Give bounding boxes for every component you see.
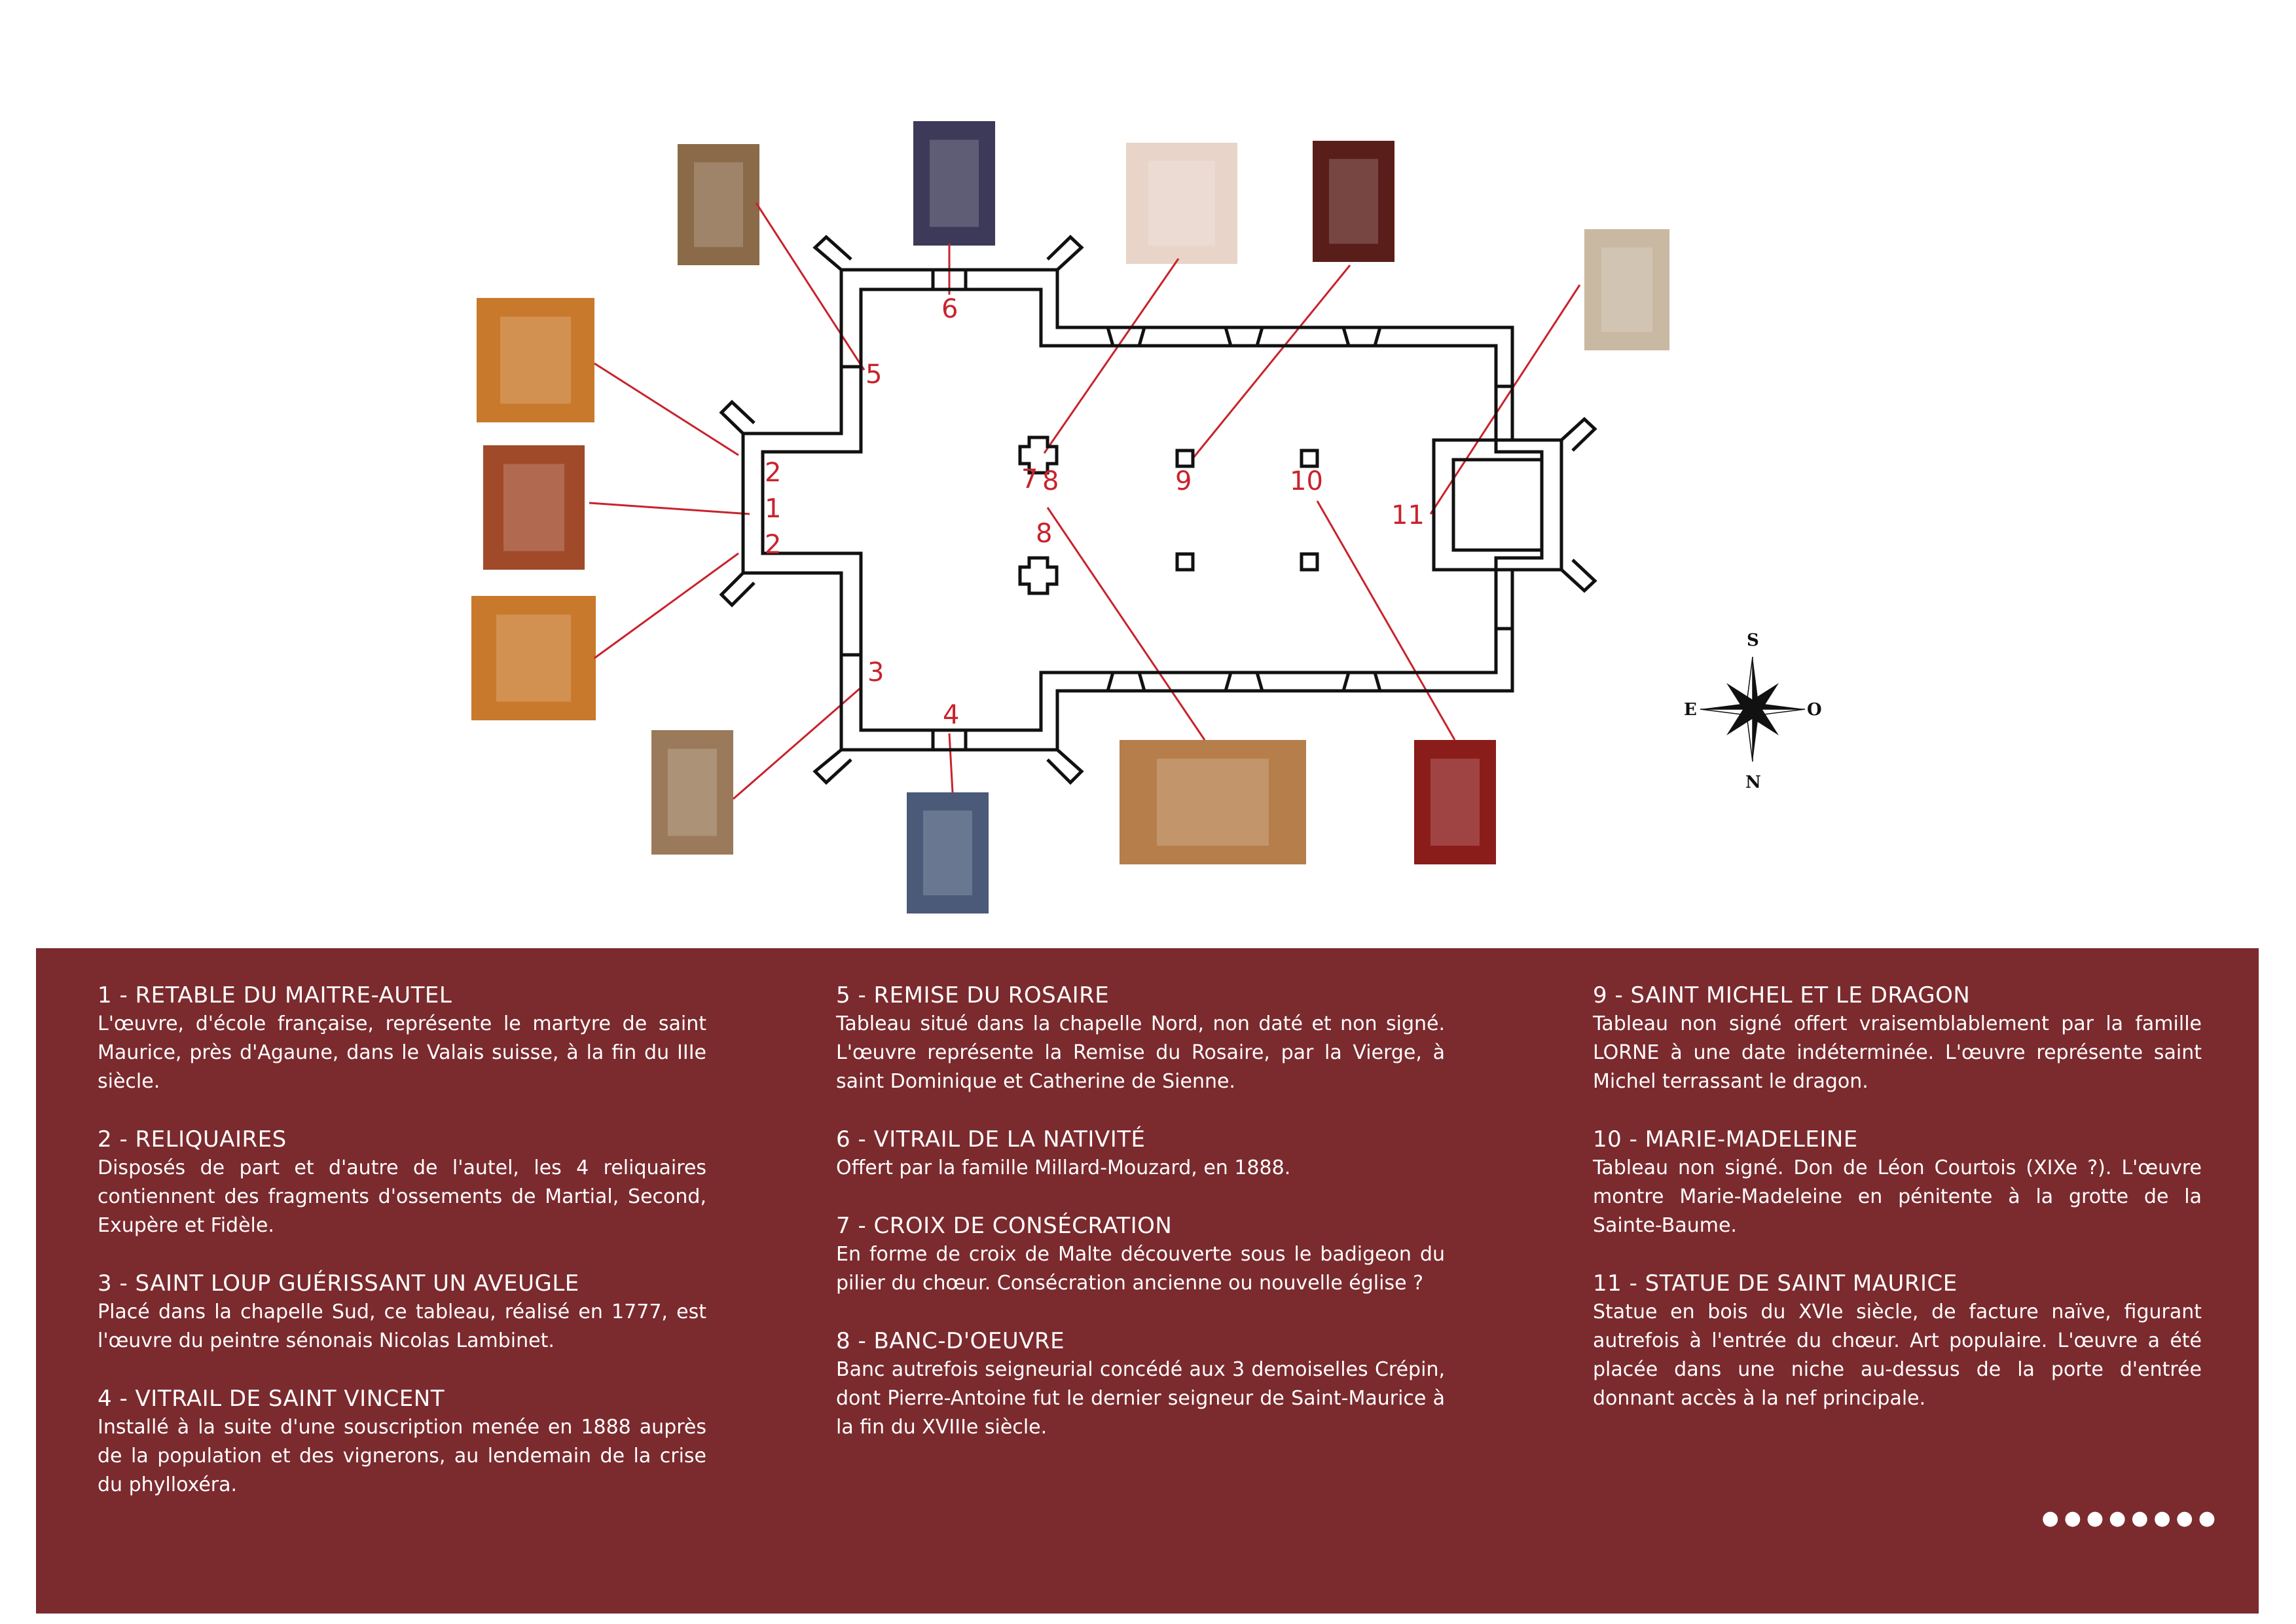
compass-east-label: E <box>1684 700 1697 720</box>
plan-number-7: 7 <box>1021 464 1038 494</box>
plan-number-9: 9 <box>1175 466 1192 496</box>
photo-subject-shape <box>496 614 571 702</box>
plan-number-2-upper: 2 <box>765 458 781 488</box>
entry-title: 11 - STATUE DE SAINT MAURICE <box>1593 1270 1958 1297</box>
compass-north-label: N <box>1745 773 1761 792</box>
entry-text: L'œuvre, d'école française, représente l… <box>98 1012 706 1093</box>
legend-entry-7: 7 - CROIX DE CONSÉCRATION En forme de cr… <box>836 1211 1445 1298</box>
entry-text: Tableau non signé. Don de Léon Courtois … <box>1593 1156 2202 1237</box>
plan-number-1: 1 <box>765 494 781 524</box>
photo-subject-shape <box>1430 758 1480 846</box>
plan-number-8-upper: 8 <box>1042 466 1059 496</box>
plan-number-8-lower: 8 <box>1036 519 1052 549</box>
plan-number-2-lower: 2 <box>765 530 781 560</box>
photo-subject-shape <box>668 748 717 836</box>
entry-title: 5 - REMISE DU ROSAIRE <box>836 982 1110 1008</box>
entry-title: 9 - SAINT MICHEL ET LE DRAGON <box>1593 982 1971 1008</box>
photo-thumbnail-3 <box>651 730 733 855</box>
photo-subject-shape <box>1329 158 1378 244</box>
leader-lines <box>589 202 1581 800</box>
pagination-dots: ●●●●●●●● <box>2041 1507 2221 1530</box>
photo-thumbnail-7 <box>1126 143 1237 264</box>
entry-text: Placé dans la chapelle Sud, ce tableau, … <box>98 1301 706 1352</box>
photo-thumbnail-5 <box>678 144 759 265</box>
photo-thumbnail-8 <box>1120 740 1306 864</box>
entry-title: 3 - SAINT LOUP GUÉRISSANT UN AVEUGLE <box>98 1270 579 1297</box>
legend-entry-1: 1 - RETABLE DU MAITRE-AUTEL L'œuvre, d'é… <box>98 981 706 1096</box>
legend-entry-3: 3 - SAINT LOUP GUÉRISSANT UN AVEUGLE Pla… <box>98 1269 706 1356</box>
entry-text: En forme de croix de Malte découverte so… <box>836 1243 1445 1295</box>
legend-entry-10: 10 - MARIE-MADELEINE Tableau non signé. … <box>1593 1125 2202 1240</box>
legend-entry-4: 4 - VITRAIL DE SAINT VINCENT Installé à … <box>98 1384 706 1500</box>
legend-entry-8: 8 - BANC-D'OEUVRE Banc autrefois seigneu… <box>836 1327 1445 1442</box>
photo-thumbnail-2 <box>471 596 596 720</box>
entry-text: Banc autrefois seigneurial concédé aux 3… <box>836 1358 1445 1439</box>
legend-entry-6: 6 - VITRAIL DE LA NATIVITÉ Offert par la… <box>836 1125 1445 1183</box>
entry-title: 10 - MARIE-MADELEINE <box>1593 1126 1858 1153</box>
photo-thumbnail-1 <box>483 445 585 570</box>
legend-entry-2: 2 - RELIQUAIRES Disposés de part et d'au… <box>98 1125 706 1240</box>
photo-subject-shape <box>500 316 571 404</box>
photo-thumbnail-9 <box>1313 141 1394 262</box>
compass-south-label: S <box>1747 631 1759 650</box>
plan-number-3: 3 <box>867 657 884 688</box>
legend-entry-11: 11 - STATUE DE SAINT MAURICE Statue en b… <box>1593 1269 2202 1413</box>
entry-text: Statue en bois du XVIe siècle, de factur… <box>1593 1301 2202 1410</box>
entry-title: 2 - RELIQUAIRES <box>98 1126 287 1153</box>
photo-thumbnails <box>471 121 1669 913</box>
photo-subject-shape <box>1157 758 1269 846</box>
plan-number-10: 10 <box>1290 466 1323 496</box>
church-floor-plan: 1 2 2 3 4 5 6 7 8 8 9 10 11 S N E O <box>471 121 1822 913</box>
plan-number-5: 5 <box>866 360 882 390</box>
church-walls <box>719 234 1597 785</box>
photo-subject-shape <box>923 810 972 896</box>
legend-column-1: 1 - RETABLE DU MAITRE-AUTEL L'œuvre, d'é… <box>98 981 706 1528</box>
entry-text: Installé à la suite d'une souscription m… <box>98 1416 706 1496</box>
plan-number-4: 4 <box>943 700 959 730</box>
plan-number-11: 11 <box>1391 500 1425 530</box>
legend-panel: 1 - RETABLE DU MAITRE-AUTEL L'œuvre, d'é… <box>36 948 2259 1614</box>
entry-text: Tableau situé dans la chapelle Nord, non… <box>836 1012 1445 1093</box>
legend-column-2: 5 - REMISE DU ROSAIRE Tableau situé dans… <box>836 981 1445 1471</box>
plan-numbers: 1 2 2 3 4 5 6 7 8 8 9 10 11 <box>765 294 1425 730</box>
compass-west-label: O <box>1807 700 1822 720</box>
entry-title: 8 - BANC-D'OEUVRE <box>836 1328 1065 1354</box>
legend-column-3: 9 - SAINT MICHEL ET LE DRAGON Tableau no… <box>1593 981 2202 1442</box>
photo-thumbnail-2 <box>477 298 594 422</box>
photo-subject-shape <box>1601 247 1652 333</box>
photo-subject-shape <box>694 162 743 248</box>
photo-thumbnail-11 <box>1584 229 1669 350</box>
photo-subject-shape <box>503 464 564 551</box>
photo-thumbnail-6 <box>913 121 995 246</box>
entry-text: Disposés de part et d'autre de l'autel, … <box>98 1156 706 1237</box>
entry-title: 7 - CROIX DE CONSÉCRATION <box>836 1213 1173 1239</box>
legend-entry-5: 5 - REMISE DU ROSAIRE Tableau situé dans… <box>836 981 1445 1096</box>
photo-thumbnail-4 <box>907 792 989 913</box>
entry-title: 6 - VITRAIL DE LA NATIVITÉ <box>836 1126 1146 1153</box>
photo-subject-shape <box>930 139 979 227</box>
entry-text: Tableau non signé offert vraisemblableme… <box>1593 1012 2202 1093</box>
entry-title: 4 - VITRAIL DE SAINT VINCENT <box>98 1386 445 1412</box>
compass-rose: S N E O <box>1684 631 1822 792</box>
legend-entry-9: 9 - SAINT MICHEL ET LE DRAGON Tableau no… <box>1593 981 2202 1096</box>
photo-subject-shape <box>1148 160 1215 246</box>
entry-text: Offert par la famille Millard-Mouzard, e… <box>836 1156 1291 1179</box>
photo-thumbnail-10 <box>1414 740 1496 864</box>
plan-number-6: 6 <box>941 294 958 324</box>
entry-title: 1 - RETABLE DU MAITRE-AUTEL <box>98 982 452 1008</box>
